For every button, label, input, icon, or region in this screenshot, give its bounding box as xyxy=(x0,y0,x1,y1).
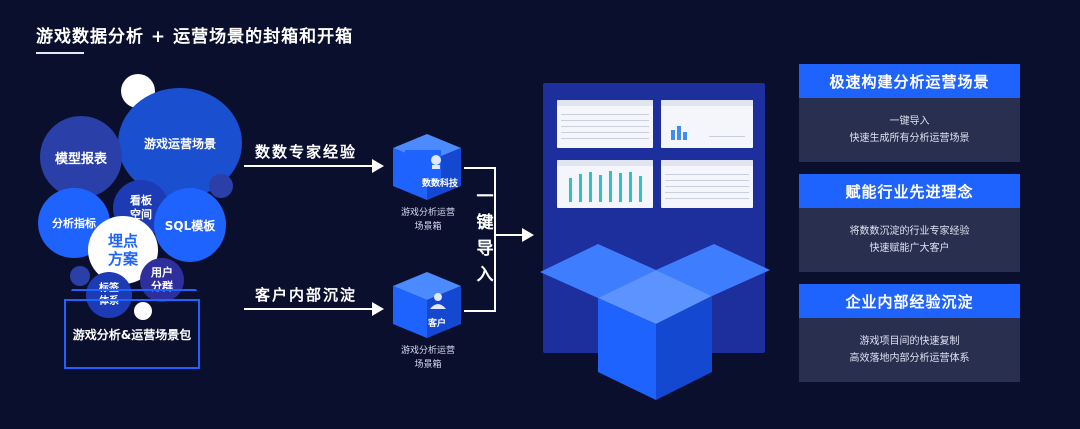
flow-arrow-head-expert xyxy=(372,159,384,173)
import-char-1: 一 xyxy=(476,187,494,207)
bubble-decor-white-small xyxy=(134,302,152,320)
card-industry-empower-line-2: 快速赋能广大客户 xyxy=(869,243,950,254)
title-underline xyxy=(36,52,84,54)
page-title: 游戏数据分析 + 运营场景的封箱和开箱 xyxy=(36,27,354,47)
card-fast-build-line-1: 一键导入 xyxy=(889,116,930,127)
card-fast-build-line-2: 快速生成所有分析运营场景 xyxy=(849,133,970,144)
package-box: 游戏分析&运营场景包 xyxy=(64,299,200,369)
screenshot-bar-chart xyxy=(557,160,653,208)
screenshot-table-2 xyxy=(661,160,753,208)
card-fast-build-title: 极速构建分析运营场景 xyxy=(799,64,1020,98)
bubble-tag-system-label: 标签 体系 xyxy=(99,283,119,307)
card-industry-empower: 赋能行业先进理念 将数数沉淀的行业专家经验 快速赋能广大客户 xyxy=(799,174,1020,272)
import-bracket xyxy=(464,167,496,312)
bubble-sql-template: SQL模板 xyxy=(154,188,226,262)
cube-expert-text: 数数科技 xyxy=(422,179,459,189)
cube-customer xyxy=(393,272,461,338)
import-arrow-head xyxy=(522,228,534,242)
bubble-model-report: 模型报表 xyxy=(40,116,122,198)
import-arrow-line xyxy=(494,234,524,236)
bubble-model-report-label: 模型报表 xyxy=(54,151,107,167)
import-char-2: 键 xyxy=(476,213,494,233)
bubble-metrics-label: 分析指标 xyxy=(52,217,96,230)
cube-customer-text: 客户 xyxy=(428,319,447,329)
screenshot-dashboard-1 xyxy=(661,100,753,148)
import-char-3: 导 xyxy=(476,239,494,259)
bubble-tag-system: 标签 体系 xyxy=(86,272,132,318)
open-box-graphic xyxy=(540,244,770,400)
screenshot-table-1 xyxy=(557,100,653,148)
import-text: 一 键 导 入 xyxy=(474,184,496,288)
card-industry-empower-title: 赋能行业先进理念 xyxy=(799,174,1020,208)
bubble-sql-template-label: SQL模板 xyxy=(164,218,216,233)
flow-arrow-line-expert xyxy=(244,165,374,167)
card-internal-experience-line-1: 游戏项目间的快速复制 xyxy=(859,336,960,347)
flow-arrow-head-customer xyxy=(372,302,384,316)
card-internal-experience-title: 企业内部经验沉淀 xyxy=(799,284,1020,318)
cube-expert-caption: 游戏分析运营 场景箱 xyxy=(400,208,455,232)
bubble-decor-small xyxy=(209,174,233,198)
import-char-4: 入 xyxy=(476,265,494,285)
card-internal-experience-line-2: 高效落地内部分析运营体系 xyxy=(849,353,970,364)
bubble-user-segment: 用户 分群 xyxy=(140,258,184,302)
card-fast-build: 极速构建分析运营场景 一键导入 快速生成所有分析运营场景 xyxy=(799,64,1020,162)
flow-label-customer: 客户内部沉淀 xyxy=(255,286,358,304)
flow-label-expert: 数数专家经验 xyxy=(255,143,358,161)
cube-customer-caption: 游戏分析运营 场景箱 xyxy=(400,346,455,370)
cube-expert-logo-icon xyxy=(426,154,446,170)
bubble-tracking-plan-label: 埋点 方案 xyxy=(107,232,138,268)
scene-panel xyxy=(543,83,765,353)
bubble-user-segment-label: 用户 分群 xyxy=(151,266,173,293)
flow-arrow-line-customer xyxy=(244,308,374,310)
card-industry-empower-line-1: 将数数沉淀的行业专家经验 xyxy=(849,226,970,237)
cube-customer-user-icon xyxy=(428,292,448,310)
card-internal-experience: 企业内部经验沉淀 游戏项目间的快速复制 高效落地内部分析运营体系 xyxy=(799,284,1020,382)
bubble-game-ops-label: 游戏运营场景 xyxy=(143,136,216,151)
package-label: 游戏分析&运营场景包 xyxy=(72,327,192,342)
bubble-decor-dot xyxy=(70,266,90,286)
